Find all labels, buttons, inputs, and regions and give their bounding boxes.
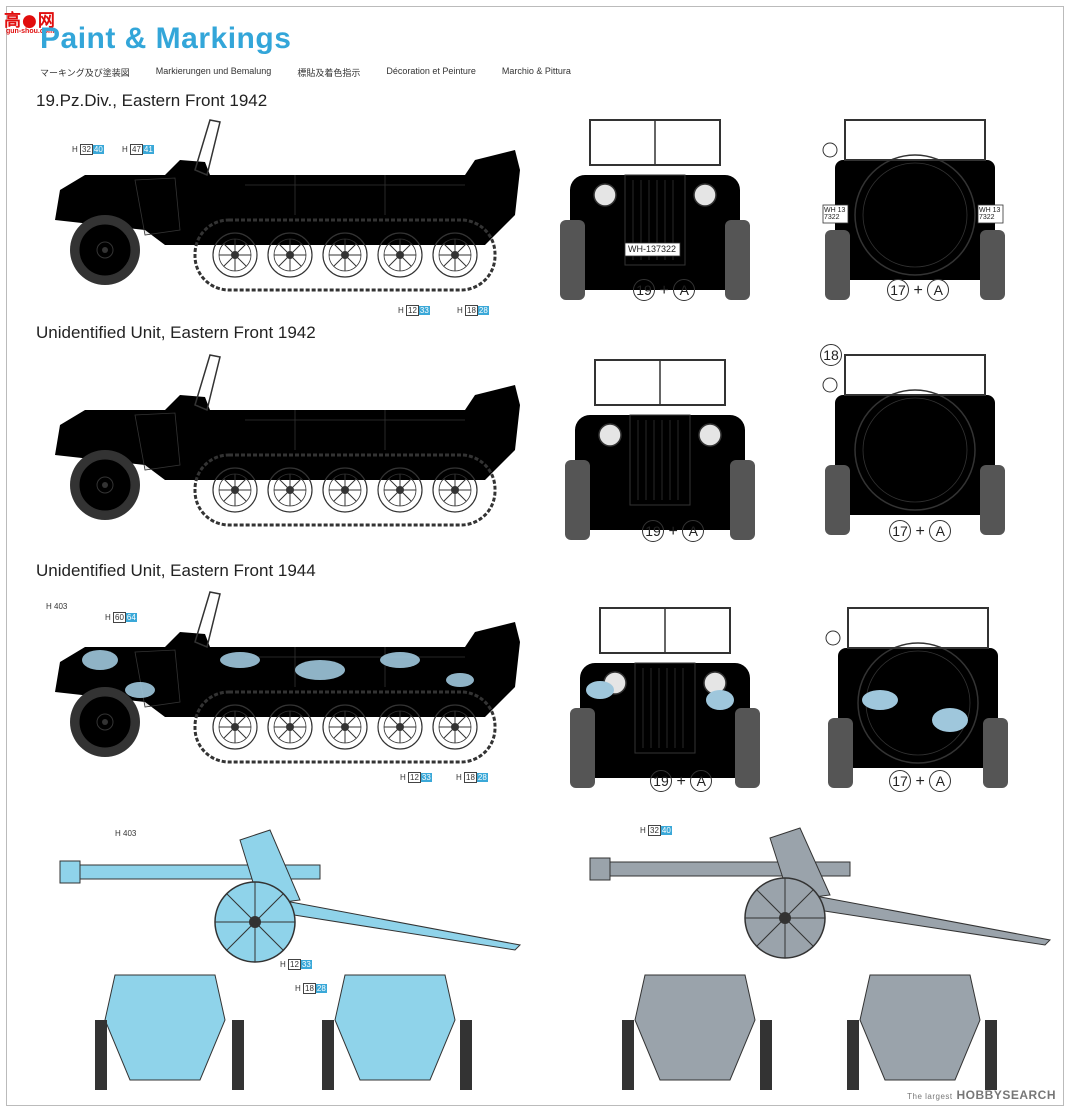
section-label-2: Unidentified Unit, Eastern Front 1942 bbox=[36, 323, 316, 342]
subtitle-cn: 標貼及着色指示 bbox=[297, 68, 361, 78]
callout-extra-2: 18 bbox=[820, 344, 842, 366]
rear-plate-1b: WH 137322 bbox=[979, 207, 1001, 221]
camo-blotches-views bbox=[586, 681, 968, 732]
gun-rear-grey bbox=[847, 974, 997, 1090]
paint-code-9: H 403 bbox=[115, 829, 137, 838]
subtitle-it: Marchio & Pittura bbox=[501, 66, 571, 76]
page-frame bbox=[6, 6, 1064, 1106]
halftrack-rear-2 bbox=[822, 354, 1006, 536]
rear-plate-1a: WH 137322 bbox=[824, 207, 846, 221]
gun-side-grey bbox=[589, 827, 1052, 959]
paint-code-5: H 403 bbox=[46, 602, 68, 611]
gun-front-grey bbox=[622, 974, 772, 1090]
subtitle-row: マーキング及び塗装図 Markierungen und Bemalung 標貼及… bbox=[40, 66, 597, 79]
subtitle-jp: マーキング及び塗装図 bbox=[40, 68, 130, 78]
section-label-3: Unidentified Unit, Eastern Front 1944 bbox=[36, 561, 316, 580]
callout-rear-2: 17 + A bbox=[889, 520, 952, 542]
logo-text: 高●网 bbox=[4, 11, 56, 31]
callout-front-3: 19 + A bbox=[650, 770, 713, 792]
logo-sub: gun-shou.com bbox=[6, 28, 55, 35]
callout-rear-1: 17 + A bbox=[887, 279, 950, 301]
camo-blotches-side bbox=[82, 650, 474, 698]
halftrack-front-1 bbox=[559, 119, 751, 301]
section-label-1: 19.Pz.Div., Eastern Front 1942 bbox=[36, 91, 268, 110]
halftrack-rear-3 bbox=[825, 607, 1009, 789]
halftrack-side-2 bbox=[55, 355, 520, 525]
hobbysearch-watermark[interactable]: The largest HOBBYSEARCH bbox=[907, 1088, 1056, 1102]
gun-front-blue bbox=[95, 974, 244, 1090]
subtitle-fr: Décoration et Peinture bbox=[386, 66, 476, 76]
callout-front-1: 19 + A bbox=[633, 279, 696, 301]
halftrack-front-2 bbox=[564, 359, 756, 541]
page-title: Paint & Markings bbox=[40, 22, 292, 55]
callout-front-2: 19 + A bbox=[642, 520, 705, 542]
gun-side-blue bbox=[59, 829, 522, 963]
callout-rear-3: 17 + A bbox=[889, 770, 952, 792]
gun-rear-blue bbox=[322, 974, 472, 1090]
front-plate-1: WH-137322 bbox=[628, 244, 677, 254]
subtitle-de: Markierungen und Bemalung bbox=[155, 66, 272, 76]
site-logo[interactable]: 高●网 gun-shou.com bbox=[4, 6, 68, 36]
